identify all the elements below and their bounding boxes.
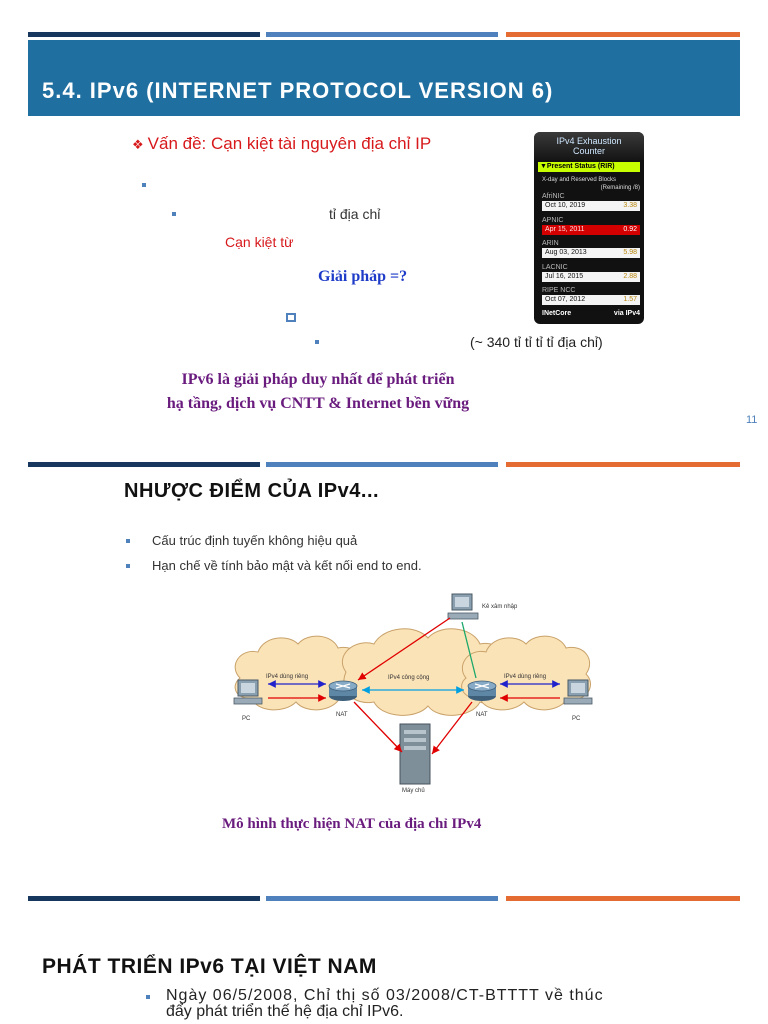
left-nat-router-icon xyxy=(328,680,358,701)
right-cloud-label: IPv4 dùng riêng xyxy=(504,674,546,680)
counter-subtitle: X-day and Reserved Blocks (Remaining /8) xyxy=(542,177,640,191)
right-pc-label: PC xyxy=(572,716,581,722)
intrusion-link-left xyxy=(357,617,451,681)
right-nat-router-icon xyxy=(467,680,497,701)
nat-diagram: IPv4 dùng riêng IPv4 công cộng IPv4 dùng… xyxy=(233,593,593,794)
diamond-bullet-icon: ❖ xyxy=(132,137,144,152)
top-bar-navy-3 xyxy=(28,896,260,901)
ipv4-exhaustion-counter: IPv4 Exhaustion Counter ▼Present Status … xyxy=(534,132,644,324)
intruder-computer-icon xyxy=(447,593,479,620)
drawback-bullet: Cấu trúc định tuyến không hiệu quả xyxy=(152,533,358,548)
checkbox-bullet-icon xyxy=(286,313,296,322)
left-cloud-label: IPv4 dùng riêng xyxy=(266,674,308,680)
right-nat-label: NAT xyxy=(476,712,488,718)
bullet-line-2: đẩy phát triển thế hệ địa chỉ IPv6. xyxy=(166,1003,404,1020)
counter-status: ▼Present Status (RIR) xyxy=(538,162,640,172)
right-server-link xyxy=(431,701,473,755)
server-label: Máy chủ xyxy=(402,787,425,794)
square-bullet-icon xyxy=(126,539,130,543)
ipv6-conclusion: IPv6 là giải pháp duy nhất để phát triển… xyxy=(128,368,508,416)
solution-text: Giải pháp =? xyxy=(318,268,408,285)
problem-text: Vấn đề: Cạn kiệt tài nguyên địa chỉ IP xyxy=(147,134,432,153)
slide3-title: PHÁT TRIỂN IPv6 TẠI VIỆT NAM xyxy=(42,955,377,978)
page-number: 11 xyxy=(746,414,758,426)
title-band xyxy=(28,40,740,116)
counter-title: IPv4 Exhaustion Counter xyxy=(534,132,644,160)
vietnam-ipv6-bullet: Ngày 06/5/2008, Chỉ thị số 03/2008/CT-BT… xyxy=(166,988,604,1020)
top-bar-steel-1 xyxy=(266,32,498,37)
address-count-text: (~ 340 tỉ tỉ tỉ tỉ địa chỉ) xyxy=(470,334,603,350)
exhausted-text: Cạn kiệt từ xyxy=(225,234,294,250)
server-icon xyxy=(399,723,431,785)
top-bar-steel-2 xyxy=(266,462,498,467)
conclusion-line-2: hạ tầng, dịch vụ CNTT & Internet bền vữn… xyxy=(166,395,470,412)
square-bullet-icon xyxy=(172,212,176,216)
left-pc-icon xyxy=(233,679,263,705)
intrusion-link-right xyxy=(461,621,477,679)
top-bar-orange-2 xyxy=(506,462,740,467)
intruder-label: Kẻ xâm nhập xyxy=(482,604,518,610)
counter-footer: INetCore via IPv4 xyxy=(542,310,640,317)
right-pc-icon xyxy=(563,679,593,705)
left-nat-label: NAT xyxy=(336,712,348,718)
slide2-title: NHƯỢC ĐIỂM CỦA IPv4... xyxy=(124,480,380,502)
square-bullet-icon xyxy=(146,995,150,999)
center-cloud-label: IPv4 công cộng xyxy=(388,675,429,681)
address-text: tỉ địa chỉ xyxy=(329,206,381,222)
problem-statement: ❖Vấn đề: Cạn kiệt tài nguyên địa chỉ IP xyxy=(132,134,431,154)
left-server-link xyxy=(353,701,403,753)
top-bar-steel-3 xyxy=(266,896,498,901)
top-bar-orange-1 xyxy=(506,32,740,37)
top-bar-navy-2 xyxy=(28,462,260,467)
bullet-line-1: Ngày 06/5/2008, Chỉ thị số 03/2008/CT-BT… xyxy=(166,987,604,1004)
conclusion-line-1: IPv6 là giải pháp duy nhất để phát triển xyxy=(181,371,455,388)
drawback-bullet: Hạn chế về tính bảo mật và kết nối end t… xyxy=(152,558,422,573)
top-bar-navy-1 xyxy=(28,32,260,37)
square-bullet-icon xyxy=(142,183,146,187)
square-bullet-icon xyxy=(315,340,319,344)
diagram-caption: Mô hình thực hiện NAT của địa chỉ IPv4 xyxy=(222,816,482,832)
left-pc-label: PC xyxy=(242,716,251,722)
netcore-logo: INetCore xyxy=(542,310,572,317)
square-bullet-icon xyxy=(126,564,130,568)
slide1-title: 5.4. IPv6 (INTERNET PROTOCOL VERSION 6) xyxy=(42,78,554,103)
top-bar-orange-3 xyxy=(506,896,740,901)
